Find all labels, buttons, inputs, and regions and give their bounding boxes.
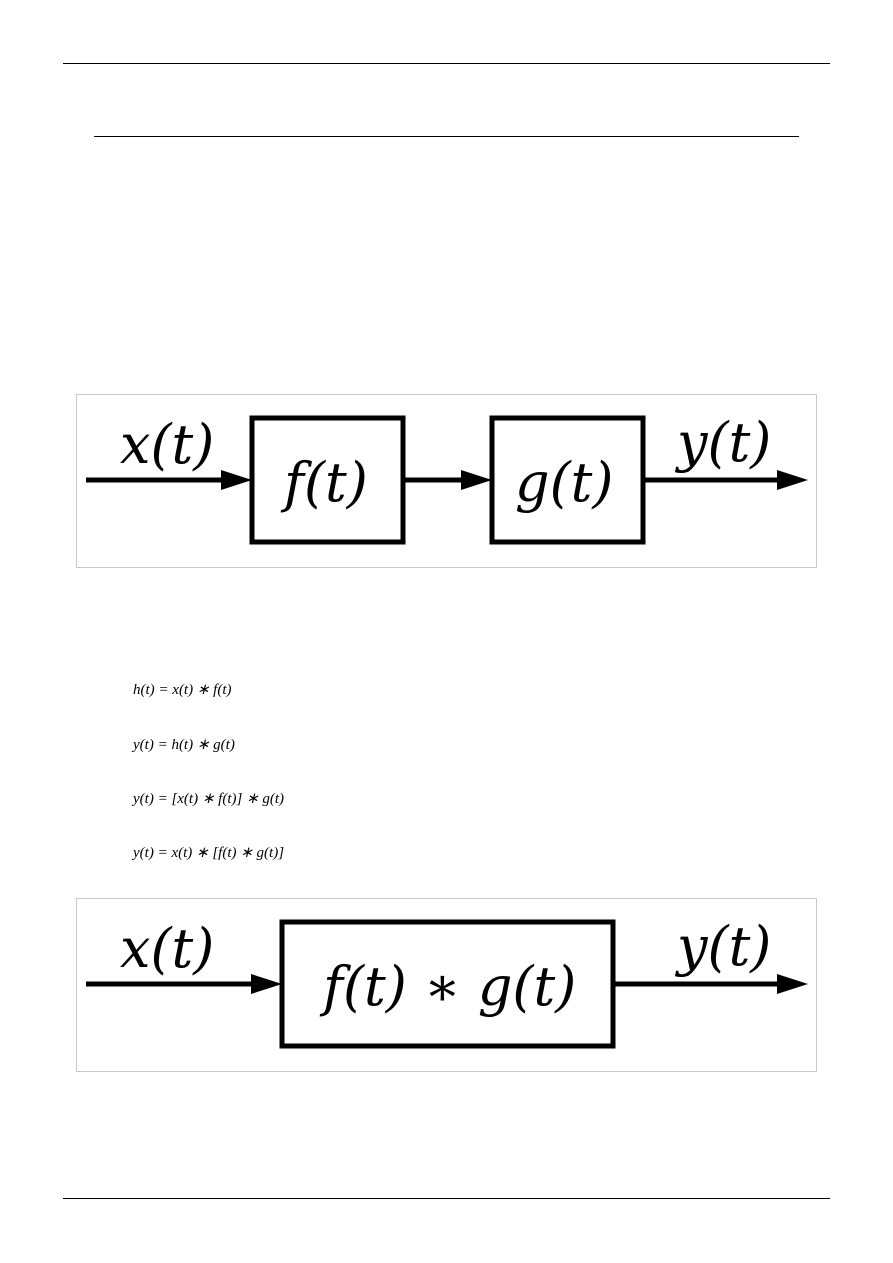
title-rule [94, 136, 799, 137]
input-label: x(t) [120, 413, 214, 476]
input-label: x(t) [120, 917, 214, 980]
middle-arrowhead [461, 470, 492, 490]
input-arrowhead [251, 974, 282, 994]
footer-rule [63, 1198, 830, 1199]
equation-4: y(t) = x(t) ∗ [f(t) ∗ g(t)] [133, 845, 285, 861]
output-arrowhead [777, 470, 808, 490]
block-g-label: g(t) [515, 451, 613, 514]
combined-block-label: f(t) ∗ g(t) [319, 955, 576, 1018]
equation-1: h(t) = x(t) ∗ f(t) [133, 682, 232, 698]
equation-2: y(t) = h(t) ∗ g(t) [133, 737, 235, 753]
equation-3: y(t) = [x(t) ∗ f(t)] ∗ g(t) [133, 791, 285, 807]
cascade-block-diagram: x(t) f(t) g(t) y(t) [76, 394, 817, 568]
output-label: y(t) [675, 915, 771, 978]
input-arrowhead [221, 470, 252, 490]
output-arrowhead [777, 974, 808, 994]
header-rule [63, 63, 830, 64]
block-f-label: f(t) [280, 451, 368, 514]
output-label: y(t) [675, 411, 771, 474]
equivalent-block-diagram: x(t) f(t) ∗ g(t) y(t) [76, 898, 817, 1072]
